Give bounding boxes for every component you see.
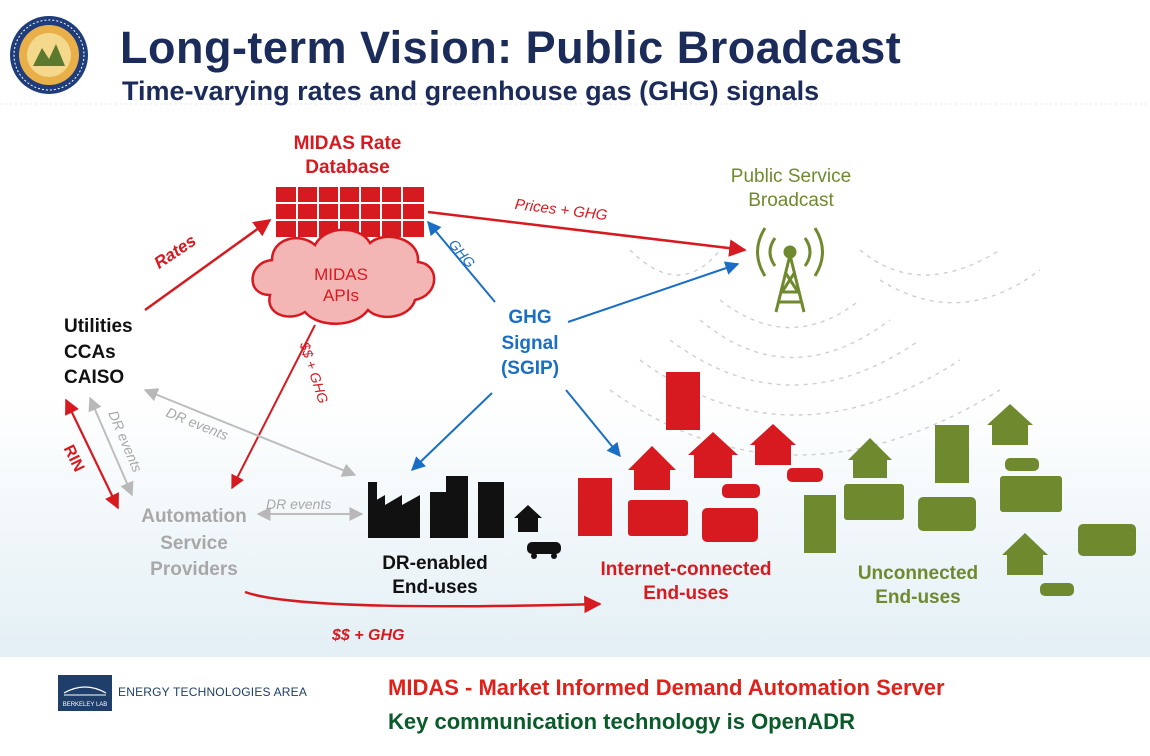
truck-icon	[628, 500, 688, 536]
bus-icon	[918, 497, 976, 531]
arrow-dollars-ghg-bottom	[244, 590, 602, 614]
radio-tower-icon	[756, 227, 824, 313]
midas-apis-cloud	[251, 228, 436, 325]
office-tower-icon	[935, 425, 969, 483]
arrow-dr-events-utilities	[143, 388, 357, 477]
truck-icon	[844, 484, 904, 520]
unconnected-icons	[804, 404, 1136, 596]
automation-service-providers-label: Automation Service Providers	[141, 506, 247, 581]
broadcast-diagram	[65, 187, 1136, 614]
ev-car-icon-dr	[527, 542, 561, 559]
house-icon-dr	[514, 505, 542, 532]
internet-connected-icons	[578, 372, 823, 542]
edge-label-dollars-ghg-bottom: $$ + GHG	[332, 627, 405, 644]
page-subtitle: Time-varying rates and greenhouse gas (G…	[122, 76, 820, 106]
apartment-building-icon	[578, 478, 612, 536]
arrow-ghg-to-internet	[565, 389, 621, 458]
factory-icon	[368, 482, 420, 538]
arrow-prices-ghg	[427, 210, 747, 257]
midas-apis-label: MIDAS APIs	[314, 265, 368, 306]
ev-car-icon	[1040, 583, 1074, 596]
house-icon	[987, 404, 1033, 445]
house-icon	[848, 438, 892, 478]
page-title: Long-term Vision: Public Broadcast	[120, 22, 902, 73]
utilities-label: Utilities CCAs CAISO	[64, 316, 133, 389]
arrow-ghg-to-dr	[410, 392, 493, 471]
house-icon	[688, 432, 738, 478]
arrow-rates	[144, 218, 272, 312]
apartment-building-icon	[804, 495, 836, 553]
energy-technologies-area-label: ENERGY TECHNOLOGIES AREA	[118, 685, 308, 699]
footer: BERKELEY LAB ENERGY TECHNOLOGIES AREA MI…	[0, 657, 1150, 756]
ev-car-icon	[1005, 458, 1039, 471]
bus-icon	[1078, 524, 1136, 556]
office-tower-icon	[666, 372, 700, 430]
truck-icon	[1000, 476, 1062, 512]
arrow-ghg-to-broadcast	[567, 261, 740, 323]
ev-car-icon	[722, 484, 760, 498]
berkeley-lab-text: BERKELEY LAB	[63, 702, 108, 708]
diagram-background	[0, 0, 1150, 660]
public-service-broadcast-label: Public Service Broadcast	[730, 166, 852, 211]
midas-database-icon	[276, 187, 424, 237]
midas-database-label: MIDAS Rate Database	[293, 133, 402, 178]
california-energy-commission-seal	[10, 16, 88, 94]
dr-enabled-end-uses-label: DR-enabled End-uses	[382, 553, 488, 598]
berkeley-lab-logo: BERKELEY LAB	[58, 675, 112, 711]
bus-icon	[702, 508, 758, 542]
ghg-signal-label: GHG Signal (SGIP)	[500, 307, 560, 380]
arrow-dr-events-vertical	[88, 396, 134, 497]
house-icon	[628, 446, 676, 490]
edge-label-dr-events-horizontal: DR events	[266, 496, 332, 512]
house-icon	[750, 424, 796, 465]
midas-definition: MIDAS - Market Informed Demand Automatio…	[388, 675, 945, 700]
internet-connected-end-uses-label: Internet-connected End-uses	[600, 559, 772, 604]
arrow-ghg-to-midas	[427, 220, 496, 303]
house-icon	[1002, 533, 1048, 575]
openadr-note: Key communication technology is OpenADR	[388, 709, 855, 734]
ev-car-icon	[787, 468, 823, 482]
office-buildings-icon	[430, 476, 504, 538]
unconnected-end-uses-label: Unconnected End-uses	[857, 563, 979, 608]
